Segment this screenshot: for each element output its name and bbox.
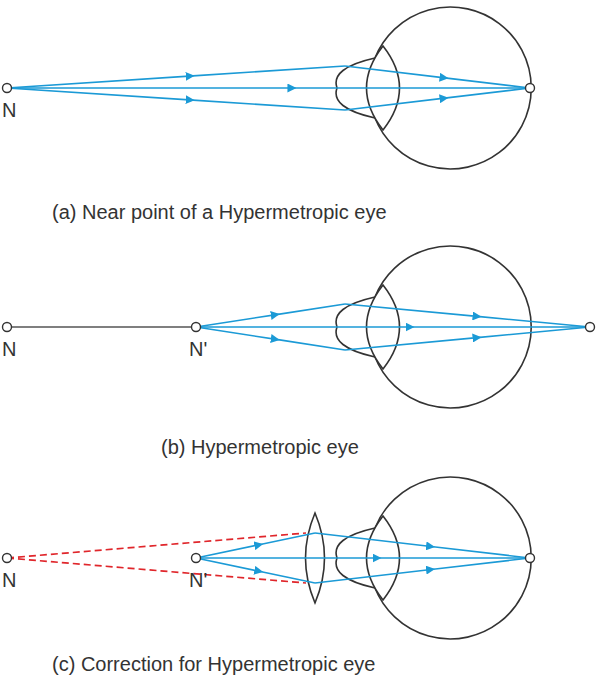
light-ray: [480, 327, 590, 337]
light-ray: [196, 557, 380, 559]
light-ray: [345, 98, 447, 110]
virtual-ray: [7, 558, 306, 583]
point-label: N: [2, 339, 16, 359]
light-ray: [345, 66, 447, 78]
light-ray: [7, 76, 193, 88]
light-ray: [345, 337, 480, 350]
light-ray: [196, 544, 261, 558]
panel-caption: (b) Hypermetropic eye: [161, 437, 359, 457]
axis-line: [7, 326, 196, 327]
light-ray: [196, 314, 278, 327]
point-label: N: [2, 570, 16, 590]
light-ray: [480, 317, 590, 327]
light-ray: [278, 340, 345, 350]
point-label: N': [189, 339, 207, 359]
light-ray: [193, 100, 345, 110]
point-label: N': [189, 570, 207, 590]
light-ray: [196, 327, 278, 340]
light-ray: [447, 88, 530, 98]
light-ray: [380, 557, 530, 559]
point-marker: [526, 554, 535, 563]
light-ray: [196, 326, 413, 328]
light-ray: [433, 558, 530, 569]
light-ray: [278, 304, 345, 314]
point-marker: [3, 554, 12, 563]
light-ray: [7, 88, 193, 100]
panel-caption: (c) Correction for Hypermetropic eye: [52, 654, 375, 674]
point-marker: [526, 84, 535, 93]
point-marker: [586, 323, 595, 332]
light-ray: [295, 87, 530, 89]
light-ray: [413, 326, 590, 328]
point-marker: [3, 84, 12, 93]
point-marker: [3, 323, 12, 332]
light-ray: [261, 572, 315, 583]
light-ray: [447, 78, 530, 88]
light-ray: [433, 547, 530, 558]
point-label: N: [2, 100, 16, 120]
point-marker: [192, 323, 201, 332]
light-ray: [315, 533, 433, 547]
panel-caption: (a) Near point of a Hypermetropic eye: [52, 202, 387, 222]
light-ray: [193, 66, 345, 76]
light-ray: [261, 533, 315, 544]
point-marker: [192, 554, 201, 563]
light-ray: [315, 569, 433, 583]
light-ray: [345, 304, 480, 317]
virtual-ray: [7, 533, 306, 558]
light-ray: [7, 87, 295, 89]
